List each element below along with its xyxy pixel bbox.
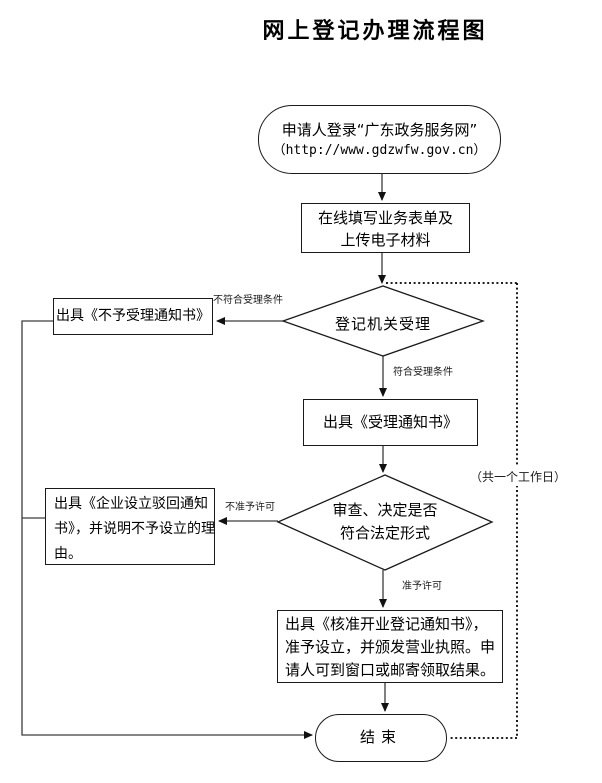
legal-review-line1: 审查、决定是否: [332, 501, 438, 519]
approve-notice-line3: 请人可到窗口或邮寄领取结果。: [285, 661, 496, 679]
start-node-url: （http://www.gdzwfw.gov.cn）: [272, 142, 487, 158]
edge-left-return-to-end: [21, 320, 313, 739]
decision-diamond-accept-review: [281, 285, 485, 357]
edge-label-not-meet-conditions: 不符合受理条件: [213, 295, 283, 306]
edge-label-permitted: 准予许可: [402, 581, 442, 592]
end-node: 结束: [315, 714, 447, 762]
fill-form-line1: 在线填写业务表单及: [317, 209, 453, 227]
duration-annotation: （共一个工作日）: [468, 467, 569, 486]
dismiss-notice-line3: 由。: [54, 546, 82, 562]
approve-notice-node: 出具《核准开业登记通知书》， 准予设立，并颁发营业执照。申 请人可到窗口或邮寄领…: [277, 610, 503, 683]
edge-label-meet-conditions: 符合受理条件: [393, 367, 453, 378]
decision-diamond-legal-review: [276, 474, 494, 571]
dismiss-notice-node: 出具《企业设立驳回通知 书》，并说明不予设立的理 由。: [45, 488, 215, 565]
start-node-text: 申请人登录“广东政务服务网”: [281, 120, 478, 139]
start-node: 申请人登录“广东政务服务网” （http://www.gdzwfw.gov.cn…: [258, 105, 501, 174]
approve-notice-line2: 准予设立，并颁发营业执照。申: [285, 638, 496, 656]
fill-form-node: 在线填写业务表单及 上传电子材料: [301, 203, 470, 253]
dismiss-notice-line2: 书》，并说明不予设立的理: [54, 521, 215, 537]
fill-form-line2: 上传电子材料: [340, 231, 431, 249]
approve-notice-line1: 出具《核准开业登记通知书》，: [285, 615, 488, 633]
legal-review-line2: 符合法定形式: [339, 524, 430, 542]
accept-review-decision-text: 登记机关受理: [334, 315, 431, 333]
page-title: 网上登记办理流程图: [262, 18, 488, 44]
edge-label-not-permitted: 不准予许可: [225, 502, 275, 513]
dismiss-notice-line1: 出具《企业设立驳回通知: [54, 496, 208, 512]
legal-review-decision-text: 审查、决定是否 符合法定形式: [278, 499, 492, 545]
reject-notice-node: 出具《不予受理通知书》: [53, 298, 213, 335]
accept-notice-node: 出具《受理通知书》: [303, 399, 478, 446]
